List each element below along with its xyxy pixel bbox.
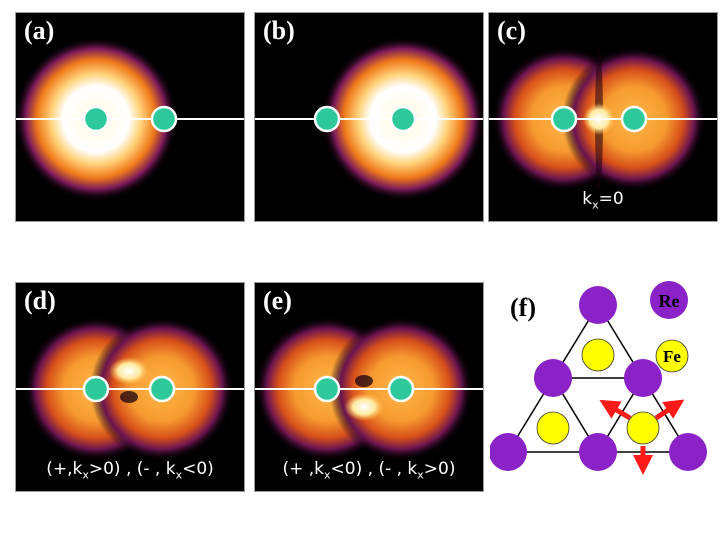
re-atom [624, 359, 662, 397]
panel-label: (f) [510, 293, 536, 322]
panel-caption: (+ ,kx<0) , (- , kx>0) [282, 458, 456, 481]
legend-fe-label: Fe [663, 347, 681, 366]
panel-caption: kx=0 [582, 188, 624, 211]
panel-a: (a) [15, 12, 245, 222]
panel-caption: (+,kx>0) , (- , kx<0) [46, 458, 214, 481]
panel-b: (b) [254, 12, 484, 222]
panel-d: (d) (+,kx>0) , (- , kx<0) [15, 282, 245, 492]
fe-atoms [536, 338, 660, 445]
density-hotspot [109, 357, 149, 385]
density-hotspot [344, 393, 384, 421]
legend-re-label: Re [659, 291, 680, 311]
re-atoms [489, 286, 707, 471]
density-map-c [489, 47, 717, 191]
site-right [150, 105, 178, 133]
displacement-arrows [599, 399, 685, 475]
density-dip [120, 391, 138, 403]
site-left [313, 105, 341, 133]
re-atom [534, 359, 572, 397]
density-dip [355, 375, 373, 387]
panel-label: (b) [263, 16, 295, 45]
panel-c: (c) kx=0 [488, 12, 718, 222]
density-map-a [16, 37, 244, 201]
site-right [620, 105, 648, 133]
panel-label: (a) [24, 16, 55, 45]
panel-e: (e) (+ ,kx<0) , (- , kx>0) [254, 282, 484, 492]
arrow-up-right [654, 399, 685, 421]
panel-label: (d) [24, 286, 56, 315]
panel-label: (c) [497, 16, 526, 45]
fe-atom [536, 411, 570, 445]
density-map-d [16, 317, 244, 461]
re-atom [489, 433, 527, 471]
site-right [148, 375, 176, 403]
legend-re-swatch [650, 281, 688, 319]
lattice-diagram: Re Fe [489, 281, 707, 475]
site-right [389, 105, 417, 133]
density-map-b [255, 37, 483, 201]
site-left [313, 375, 341, 403]
fe-atom [626, 411, 660, 445]
site-left [82, 105, 110, 133]
re-atom [579, 433, 617, 471]
arrow-up-left [599, 399, 632, 421]
site-left [550, 105, 578, 133]
legend-fe-swatch [655, 339, 689, 373]
density-map-e [255, 317, 483, 461]
site-left [82, 375, 110, 403]
re-atom [669, 433, 707, 471]
panel-label: (e) [263, 286, 292, 315]
fe-atom [581, 338, 615, 372]
site-right [387, 375, 415, 403]
panel-f-lattice: Re Fe (f) [489, 280, 710, 495]
re-atom [579, 286, 617, 324]
